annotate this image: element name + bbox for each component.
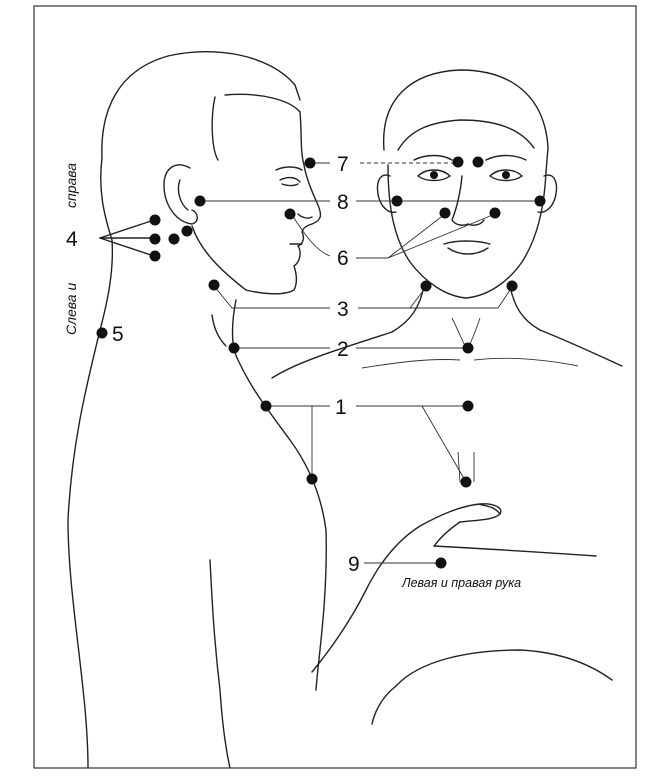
caption-hands: Левая и правая рука [401, 576, 521, 590]
profile-ear [163, 164, 198, 225]
profile-neck-muscle [211, 314, 227, 347]
profile-front-outline [231, 299, 327, 691]
frontal-iris-right [502, 171, 510, 179]
leader-4-bottom [99, 237, 155, 257]
frontal-face-outline [387, 164, 547, 299]
frontal-iris-left [430, 171, 438, 179]
profile-skull-outline [101, 50, 301, 159]
point-4-d [181, 225, 193, 237]
hand-wrist [371, 685, 397, 725]
leader-lines [99, 162, 540, 564]
point-5 [96, 327, 108, 339]
frontal-skull-outline [383, 69, 549, 173]
point-4-e [149, 250, 161, 262]
profile-back-outline [67, 157, 114, 769]
point-9-hand [435, 557, 447, 569]
frontal-brow-left [413, 154, 453, 161]
frontal-figure [271, 69, 623, 483]
point-6-front-right [489, 207, 501, 219]
label-9: 9 [348, 553, 360, 576]
frontal-shoulder-right [539, 329, 623, 367]
profile-figure [67, 50, 327, 769]
frontal-mouth-lower [447, 247, 489, 255]
frontal-ear-left [376, 174, 397, 213]
point-2-profile [228, 342, 240, 354]
hand-thumbnail [477, 503, 501, 515]
hand-thumb-crease [433, 521, 461, 547]
point-4-a [149, 214, 161, 226]
frontal-neck-left [391, 285, 425, 333]
frontal-eye-left [417, 169, 451, 182]
profile-arm [209, 559, 231, 769]
frontal-shoulder-left [271, 331, 393, 379]
point-6-front-left [439, 207, 451, 219]
leader-4-top [99, 219, 155, 239]
leader-6-left [291, 214, 331, 257]
frontal-nose [451, 175, 485, 226]
leader-1-diagonal [421, 405, 467, 483]
profile-hair-side [211, 96, 219, 161]
point-7-front-left [452, 156, 464, 168]
frontal-mouth-upper [443, 240, 491, 245]
leader-3-right [358, 286, 513, 309]
point-1-profile-upper [260, 400, 272, 412]
frontal-neck-right [509, 285, 541, 331]
frontal-ear-right [537, 174, 558, 213]
point-3-profile [208, 279, 220, 291]
label-5: 5 [112, 323, 124, 346]
profile-eye-lower [281, 183, 299, 187]
point-7-front-right [472, 156, 484, 168]
point-1-front-upper [462, 400, 474, 412]
hand-figure [311, 503, 613, 725]
profile-eyebrow [275, 166, 303, 171]
point-1-profile-lower [306, 473, 318, 485]
frontal-hairline [397, 119, 535, 151]
label-1: 1 [335, 396, 347, 419]
label-2: 2 [337, 338, 349, 361]
profile-jaw [191, 225, 247, 291]
leader-3-left [213, 285, 330, 309]
label-8: 8 [337, 191, 349, 214]
frontal-sternum [457, 451, 475, 483]
frontal-clavicle-left [361, 359, 461, 369]
point-8-profile [194, 195, 206, 207]
point-markers [96, 156, 546, 569]
number-labels: 7 8 6 4 3 5 2 1 9 [66, 153, 360, 576]
frontal-brow-right [485, 154, 527, 161]
point-6-profile [284, 208, 296, 220]
point-8-front-left [391, 195, 403, 207]
hand-finger-line [433, 545, 597, 557]
label-6: 6 [337, 247, 349, 270]
frame-border [33, 5, 637, 769]
label-7: 7 [337, 153, 349, 176]
leader-6-right [356, 213, 496, 259]
frontal-clavicle-right [473, 357, 579, 367]
profile-ear-inner [177, 179, 189, 211]
profile-face-outline [245, 111, 322, 295]
frontal-eye-right [489, 169, 523, 182]
point-4-b [149, 233, 161, 245]
point-2-front [462, 342, 474, 354]
profile-hair [224, 93, 301, 113]
point-8-front-right [534, 195, 546, 207]
caption-left-part: Слева и [63, 283, 79, 335]
hand-lower-outline [395, 649, 613, 687]
profile-nostril [297, 213, 313, 219]
point-4-c [168, 233, 180, 245]
point-3-front-right [506, 280, 518, 292]
point-7-profile [304, 157, 316, 169]
point-3-front-left [420, 280, 432, 292]
caption-right-part: справа [63, 163, 79, 208]
profile-eye [279, 176, 301, 183]
point-1-front-lower [460, 476, 472, 488]
label-3: 3 [337, 298, 349, 321]
label-4: 4 [66, 228, 78, 251]
